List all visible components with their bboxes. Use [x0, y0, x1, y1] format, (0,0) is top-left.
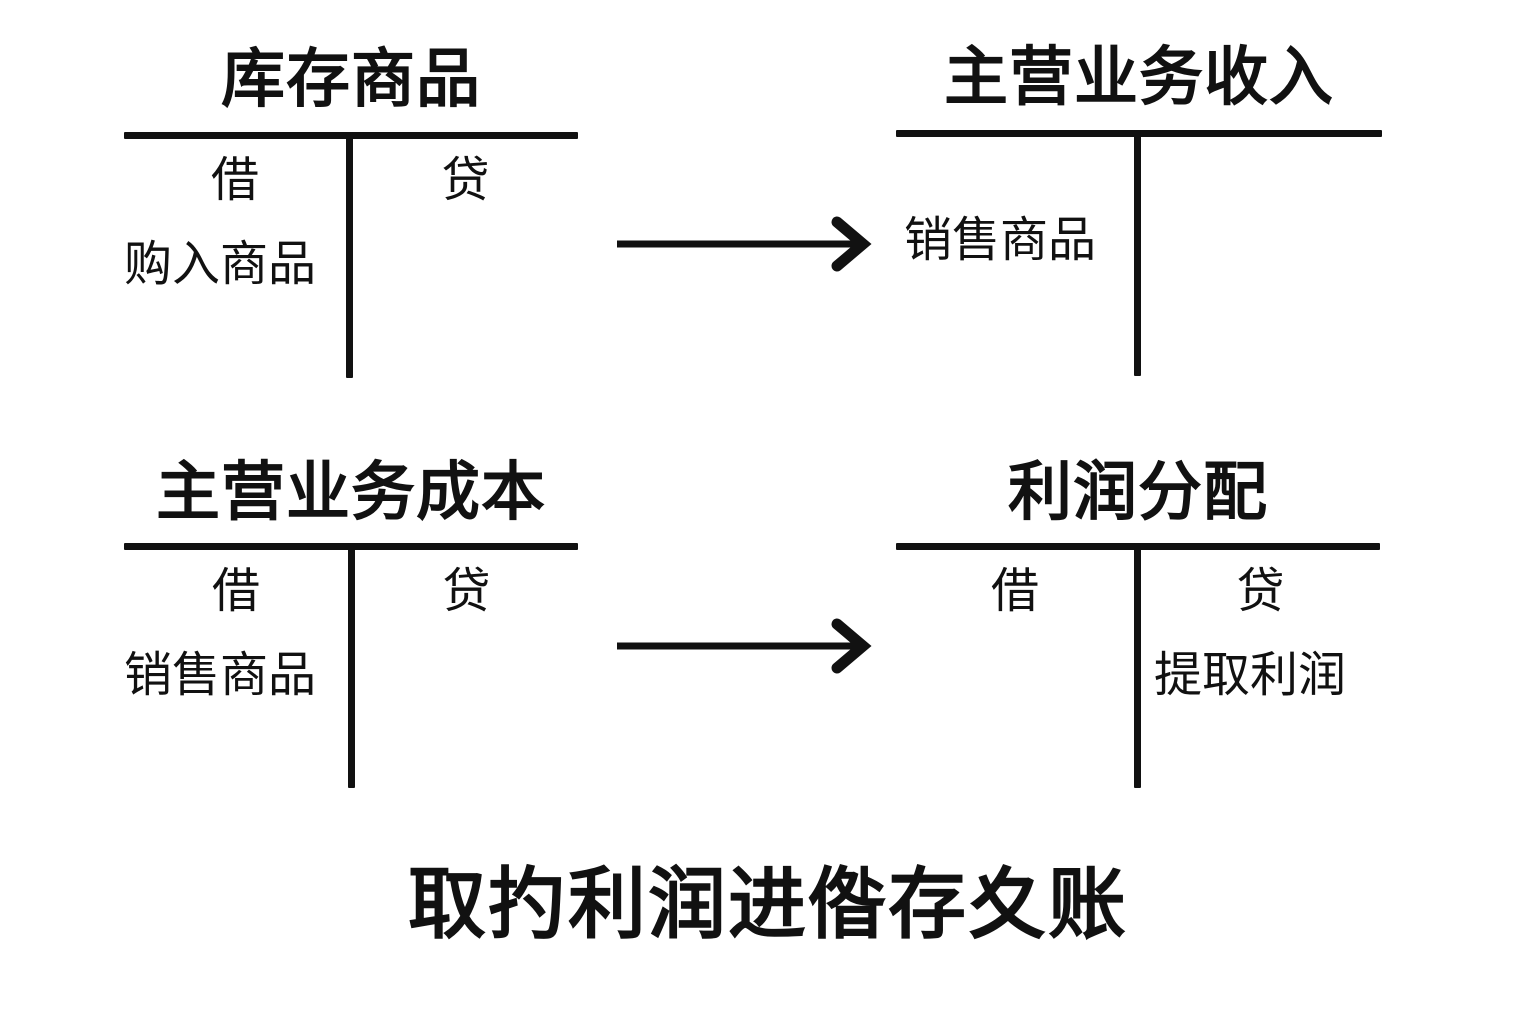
t-account-credit-entry-profit-distribution: 提取利润	[1154, 647, 1347, 703]
t-account-divider-inventory	[346, 132, 353, 378]
t-account-inventory: 库存商品 借 贷 购入商品	[124, 36, 578, 381]
t-account-debit-header-profit-distribution: 借	[990, 563, 1039, 619]
t-account-title-profit-distribution: 利润分配	[1008, 456, 1268, 530]
t-account-credit-header-main-business-cost: 贷	[442, 563, 491, 619]
t-account-title-main-business-cost: 主营业务成本	[156, 456, 546, 530]
t-account-main-business-cost: 主营业务成本 借 贷 销售商品	[124, 448, 578, 793]
t-account-credit-header-profit-distribution: 贷	[1236, 563, 1285, 619]
t-account-credit-header-inventory: 贷	[441, 152, 490, 208]
t-account-debit-entry-main-business-cost: 销售商品	[124, 647, 317, 703]
t-account-debit-header-main-business-cost: 借	[211, 563, 260, 619]
t-account-divider-main-business-revenue	[1134, 130, 1141, 376]
diagram-caption: 取扚利润进偺存夊账	[407, 860, 1128, 950]
t-account-title-main-business-revenue: 主营业务收入	[944, 41, 1334, 115]
t-account-title-inventory: 库存商品	[221, 43, 481, 117]
t-account-divider-main-business-cost	[348, 543, 355, 788]
arrow-cost-to-profit	[615, 617, 872, 677]
arrow-inventory-to-revenue	[615, 215, 872, 275]
t-account-divider-profit-distribution	[1134, 543, 1141, 788]
t-account-main-business-revenue: 主营业务收入 销售商品	[896, 33, 1382, 378]
t-account-profit-distribution: 利润分配 借 贷 提取利润	[896, 448, 1380, 793]
t-account-debit-entry-main-business-revenue: 销售商品	[904, 212, 1097, 268]
t-account-debit-header-inventory: 借	[210, 152, 259, 208]
t-account-debit-entry-inventory: 购入商品	[124, 236, 317, 292]
